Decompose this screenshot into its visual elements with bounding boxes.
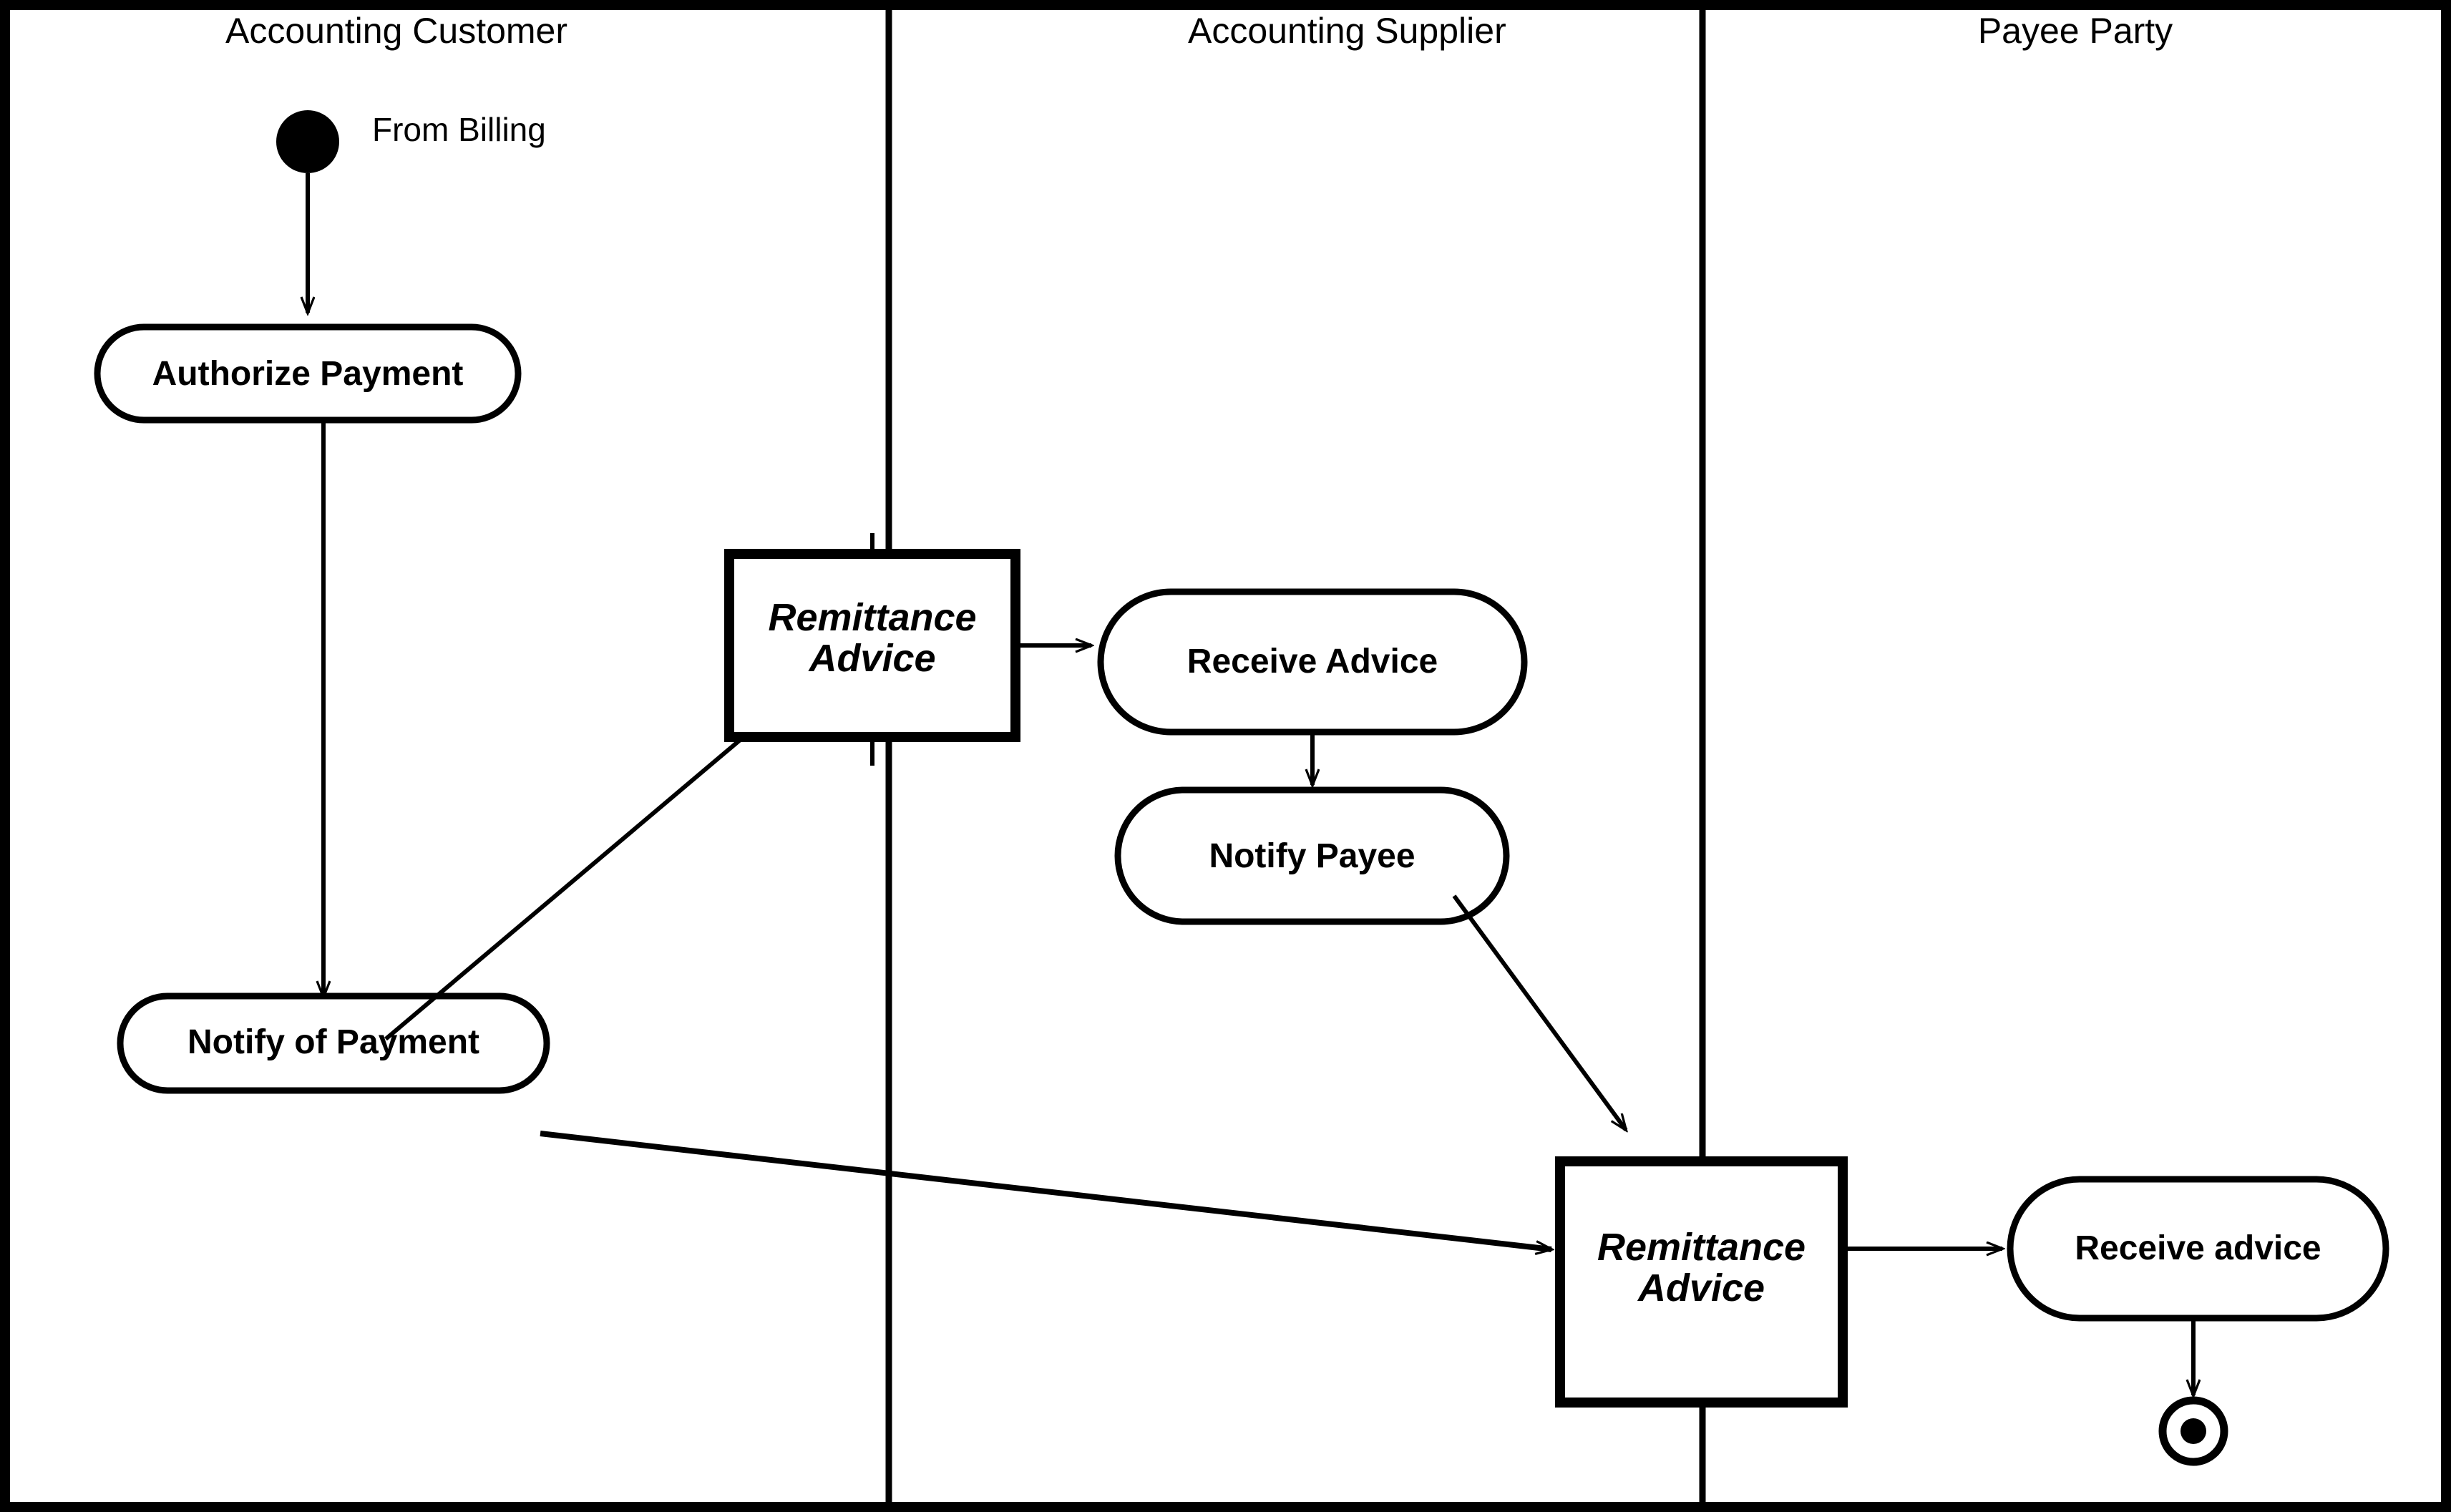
edge-notify-to-remittance-2 — [540, 1131, 1551, 1249]
lane-title-accounting-customer: Accounting Customer — [225, 11, 568, 51]
edge-notify-to-remittance-1 — [384, 726, 757, 1041]
lane-title-payee-party: Payee Party — [1977, 11, 2173, 51]
action-receive-advice-supplier[interactable] — [1097, 588, 1528, 736]
object-node-remittance-advice-1[interactable] — [724, 549, 1020, 742]
action-notify-of-payment[interactable] — [117, 992, 550, 1094]
from-billing-label: From Billing — [372, 111, 546, 148]
initial-node[interactable] — [276, 110, 339, 173]
action-notify-payee[interactable] — [1114, 786, 1510, 925]
object-node-remittance-advice-2[interactable] — [1555, 1156, 1848, 1408]
action-authorize-payment[interactable] — [94, 323, 522, 424]
lane-title-accounting-supplier: Accounting Supplier — [1188, 11, 1506, 51]
final-node-inner-dot — [2180, 1418, 2206, 1444]
action-receive-advice-payee[interactable] — [2007, 1176, 2389, 1322]
edge-notify-payee-to-remittance-2 — [1452, 894, 1626, 1130]
